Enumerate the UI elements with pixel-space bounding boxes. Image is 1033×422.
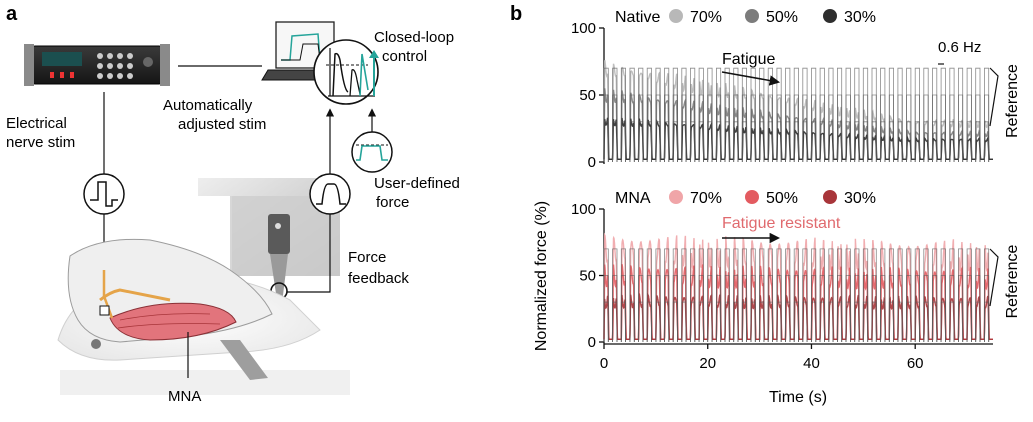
x-tick-label: 0 [600,355,608,372]
anatomy-illustration [57,238,350,395]
legend-label: 70% [690,9,722,26]
x-tick-label: 40 [803,355,820,372]
reference-trace-50pct [603,94,990,162]
user-defined-force-label: User-defined force [374,175,464,211]
legend-marker [745,190,759,204]
x-tick-label: 20 [699,355,716,372]
y-tick-label: 100 [571,20,596,37]
reference-trace-70pct [603,67,990,162]
y-axis-label: Normalized force (%) [533,201,550,351]
force-feedback-label: Force feedback [348,249,409,287]
frequency-label: 0.6 Hz [938,39,981,56]
y-tick-label: 0 [588,334,596,351]
x-axis-label: Time (s) [769,389,827,406]
automatically-adjusted-stim-label: Automatically adjusted stim [163,97,266,133]
legend-label: 70% [690,190,722,207]
legend-title: Native [615,9,660,26]
reference-bracket [989,248,999,307]
legend-label: 50% [766,9,798,26]
mna-label: MNA [168,388,201,405]
legend-label: 30% [844,190,876,207]
stim-waveform-icon [83,173,125,215]
fatigue-resistant-annotation: Fatigue resistant [722,215,841,232]
electrical-nerve-stim-label: Electrical nerve stim [6,115,75,151]
reference-label: Reference [1004,244,1021,318]
panel-b-letter: b [510,3,522,25]
user-defined-force-icon [351,131,393,173]
reference-label: Reference [1004,64,1021,138]
legend-title: MNA [615,190,651,207]
panel-a: a [6,3,464,405]
legend-marker [823,190,837,204]
fatigue-arrow [721,71,781,86]
reference-trace-30pct [603,301,990,342]
stimulator-device [24,44,170,86]
legend-marker [823,9,837,23]
closed-loop-control-icon [313,39,379,105]
y-tick-label: 50 [579,87,596,104]
reference-bracket [989,67,999,127]
y-tick-label: 0 [588,154,596,171]
legend-label: 30% [844,9,876,26]
legend-marker [745,9,759,23]
reference-trace-30pct [603,121,990,162]
fatigue-annotation: Fatigue [722,51,775,68]
panel-b: b Normalized force (%) Time (s) 0 50 100 Na… [510,3,1021,406]
force-feedback-waveform-icon [309,173,351,215]
reference-trace-70pct [603,248,990,342]
y-tick-label: 100 [571,201,596,218]
legend-marker [669,9,683,23]
legend-label: 50% [766,190,798,207]
chart-mna: 0 50 100 0 20 40 60 MNA 70% 50% 30%Fatigue resista… [571,190,1021,372]
panel-a-letter: a [6,3,18,25]
reference-trace-50pct [603,275,990,342]
y-tick-label: 50 [579,268,596,285]
legend-marker [669,190,683,204]
x-tick-label: 60 [907,355,924,372]
closed-loop-control-label: Closed-loop control [374,29,458,65]
chart-native: 0 50 100 Native 70% 50% 30% Fatigue 0.6 Hz Refere… [571,9,1021,171]
